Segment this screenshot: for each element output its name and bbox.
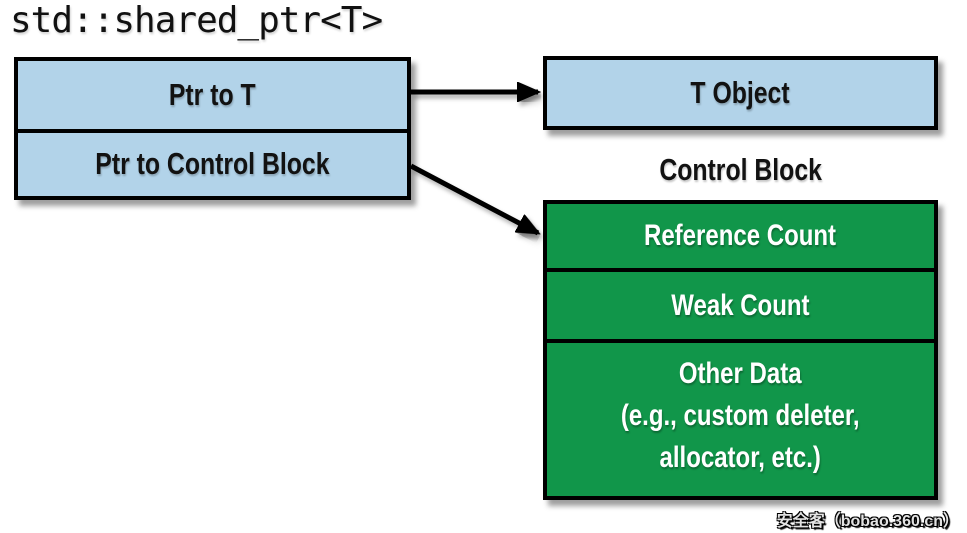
- arrow-ptr-to-control-block: [409, 163, 538, 236]
- other-data-label: Other Data (e.g., custom deleter, alloca…: [621, 356, 860, 474]
- control-block-row-reference-count: Reference Count: [547, 204, 934, 268]
- control-block-heading-label: Control Block: [659, 152, 822, 187]
- t-object-box: T Object: [543, 56, 938, 130]
- t-object-label: T Object: [690, 75, 791, 110]
- control-block-row-other-data: Other Data (e.g., custom deleter, alloca…: [547, 339, 934, 488]
- shared-ptr-box: Ptr to T Ptr to Control Block: [14, 57, 411, 200]
- ptr-to-control-block-label: Ptr to Control Block: [95, 146, 330, 182]
- control-block-row-weak-count: Weak Count: [547, 268, 934, 339]
- shared-ptr-row-ptr-to-t: Ptr to T: [18, 61, 407, 129]
- ptr-to-t-label: Ptr to T: [169, 76, 256, 112]
- control-block-heading: Control Block: [543, 152, 938, 188]
- t-object-row: T Object: [547, 60, 934, 126]
- watermark: 安全客（bobao.360.cn）: [776, 513, 959, 530]
- diagram-title: std::shared_ptr<T>: [10, 0, 383, 41]
- control-block-box: Reference Count Weak Count Other Data (e…: [543, 200, 938, 500]
- reference-count-label: Reference Count: [644, 219, 837, 252]
- weak-count-label: Weak Count: [671, 288, 810, 322]
- shared-ptr-row-ptr-to-control-block: Ptr to Control Block: [18, 128, 407, 197]
